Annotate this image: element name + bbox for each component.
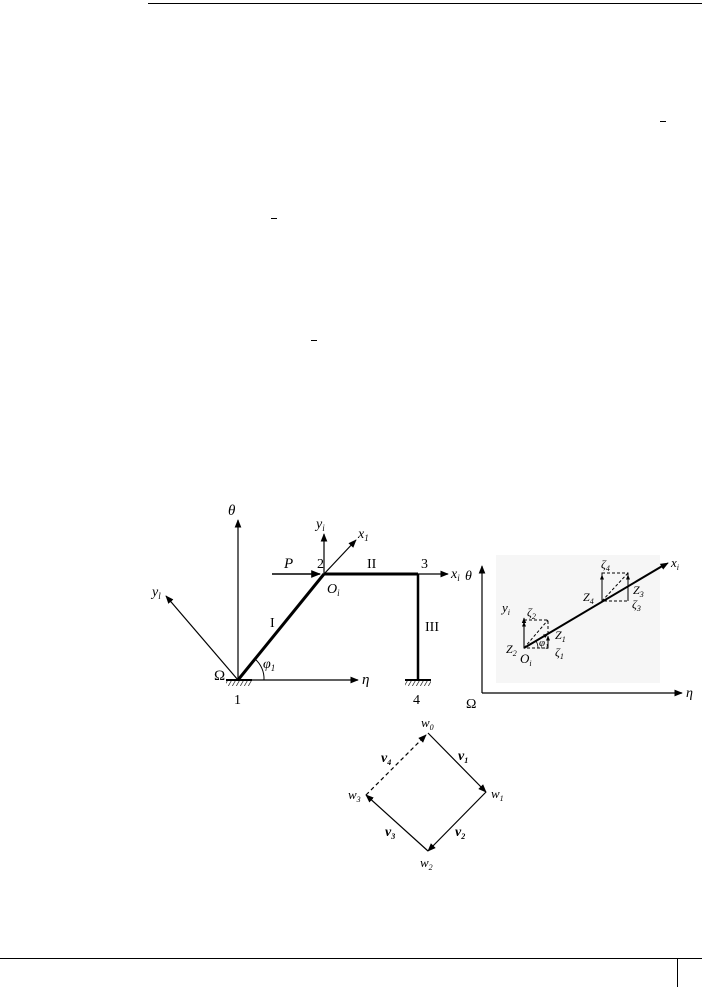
- Z3-label: Z3: [633, 583, 644, 599]
- node-1-label: 1: [234, 693, 241, 708]
- v4-label: v4: [381, 751, 391, 767]
- x1-label: x1: [357, 527, 369, 543]
- w2-label: w2: [420, 855, 433, 872]
- zeta3-label: ζ3: [632, 597, 641, 613]
- v2-label: v2: [455, 825, 465, 841]
- yi-label: yi: [314, 517, 325, 533]
- v2-edge: [427, 791, 487, 852]
- node-4-label: 4: [413, 693, 420, 708]
- zeta2-label: ζ2: [527, 605, 536, 621]
- zeta1-label: ζ1: [555, 645, 564, 661]
- theta-label-right: θ: [465, 569, 472, 584]
- Z1-label: Z1: [555, 628, 566, 644]
- x1-axis: [323, 539, 357, 575]
- w3-label: w3: [348, 787, 361, 804]
- node-2-label: 2: [317, 557, 324, 572]
- overbar-mark: [660, 121, 666, 122]
- origin-label-right: Ω: [466, 697, 476, 712]
- v1-label: v1: [458, 749, 468, 765]
- Oi-label: Oi: [327, 582, 340, 598]
- Z4-label: Z4: [583, 590, 594, 606]
- yl-label: yl: [150, 585, 161, 601]
- v4-edge: [365, 734, 427, 796]
- w0-label: w0: [421, 715, 434, 732]
- Oi-label-right: Oi: [520, 651, 532, 668]
- phi-arc: [254, 658, 265, 681]
- member-II-label: II: [367, 557, 377, 572]
- header-rule: [148, 3, 702, 4]
- resultant-j: [601, 572, 629, 602]
- zeta4-label: ζ4: [601, 557, 610, 573]
- v3-edge: [365, 794, 429, 852]
- element-figure: θ η Ω xi yi Oi ζ2 Z2 Z1 ζ1 φ1 ζ4 Z4 Z3 ζ…: [465, 555, 693, 712]
- resultant-i: [523, 619, 549, 649]
- member-I: [236, 573, 326, 681]
- Z2-label: Z2: [506, 642, 517, 658]
- phi-label-right: φ1: [539, 637, 549, 651]
- frame-figure: θ η yl yi x1 xi P 2 3 II I III Oi Ω φ1 1…: [150, 503, 460, 708]
- page-number-box-left: [677, 958, 678, 987]
- overbar-mark: [271, 218, 277, 219]
- node-3-label: 3: [421, 557, 428, 572]
- overbar-mark: [311, 340, 317, 341]
- xi-label: xi: [450, 567, 460, 583]
- phi-arc-right: [535, 640, 539, 649]
- eta-label: η: [362, 672, 369, 688]
- support-1: [226, 680, 252, 686]
- origin-label: Ω: [214, 668, 225, 684]
- cycle-figure: w0 w1 w2 w3 v1 v2 v3 v4: [348, 715, 504, 872]
- support-4: [405, 680, 431, 686]
- w1-label: w1: [491, 786, 504, 803]
- xi-label-right: xi: [670, 555, 679, 572]
- yi-label-right: yi: [500, 600, 510, 617]
- phi-label: φ1: [263, 657, 275, 673]
- yl-axis: [165, 595, 239, 681]
- v3-label: v3: [385, 825, 395, 841]
- eta-label-right: η: [686, 686, 693, 701]
- theta-label: θ: [228, 503, 236, 519]
- member-III-label: III: [425, 620, 439, 635]
- xi-axis-right: [639, 562, 669, 580]
- footer-rule: [0, 958, 702, 959]
- member-I-label: I: [270, 616, 275, 631]
- load-label: P: [283, 556, 293, 572]
- v1-edge: [427, 732, 487, 793]
